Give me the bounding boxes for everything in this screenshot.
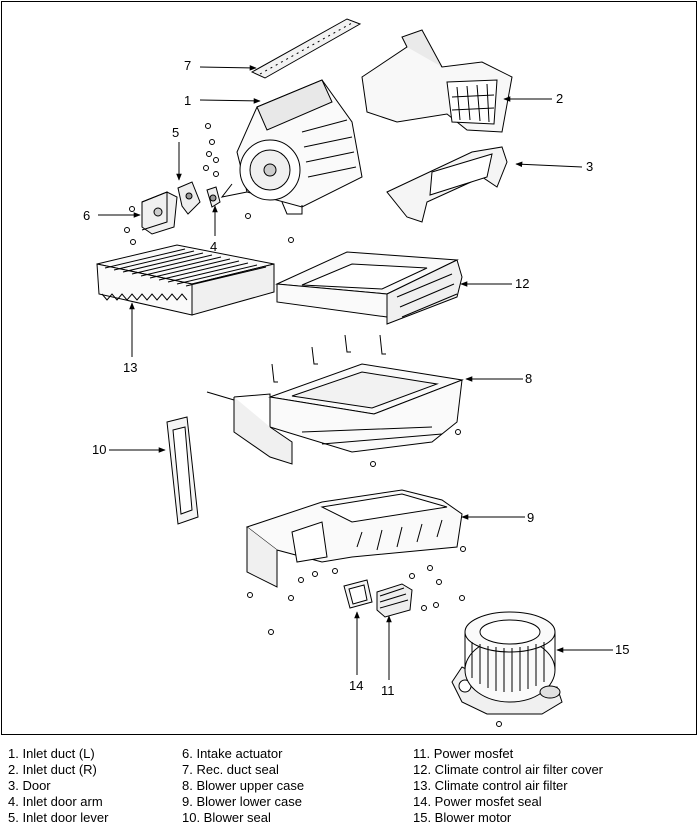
legend-item: 1. Inlet duct (L) bbox=[8, 746, 95, 761]
callout-7: 7 bbox=[184, 58, 192, 73]
power-mosfet-seal-part bbox=[343, 579, 373, 609]
power-mosfet-part bbox=[376, 583, 413, 618]
blower-upper-case-part bbox=[206, 363, 464, 465]
legend-item: 4. Inlet door arm bbox=[8, 794, 103, 809]
legend-item: 15. Blower motor bbox=[413, 810, 512, 825]
inlet-door-arm-part bbox=[206, 186, 221, 208]
legend-column-1: 1. Inlet duct (L) 2. Inlet duct (R) 3. D… bbox=[8, 746, 108, 826]
legend-item: 7. Rec. duct seal bbox=[182, 762, 279, 777]
inlet-duct-right-part bbox=[361, 29, 513, 133]
exploded-view-drawing bbox=[96, 18, 613, 727]
callout-3: 3 bbox=[586, 159, 594, 174]
legend-item: 2. Inlet duct (R) bbox=[8, 762, 97, 777]
callout-14: 14 bbox=[349, 678, 364, 693]
intake-actuator-part bbox=[141, 191, 178, 235]
blower-seal-part bbox=[166, 416, 199, 525]
fastener-screws bbox=[124, 123, 502, 727]
callout-4: 4 bbox=[210, 239, 218, 254]
legend-column-3: 11. Power mosfet 12. Climate control air… bbox=[413, 746, 603, 826]
callout-13: 13 bbox=[123, 360, 138, 375]
callout-15: 15 bbox=[615, 642, 630, 657]
legend-item: 9. Blower lower case bbox=[182, 794, 302, 809]
legend-item: 14. Power mosfet seal bbox=[413, 794, 542, 809]
legend-column-2: 6. Intake actuator 7. Rec. duct seal 8. … bbox=[182, 746, 304, 826]
callout-2: 2 bbox=[556, 91, 564, 106]
callout-1: 1 bbox=[184, 93, 192, 108]
blower-lower-case-part bbox=[245, 489, 463, 588]
diagram-frame: 7 1 2 3 5 6 4 12 13 8 10 9 15 14 11 bbox=[1, 1, 697, 735]
callout-12: 12 bbox=[515, 276, 530, 291]
legend-item: 5. Inlet door lever bbox=[8, 810, 109, 825]
callout-9: 9 bbox=[527, 510, 535, 525]
retaining-clips bbox=[271, 334, 386, 383]
callout-10: 10 bbox=[92, 442, 107, 457]
air-filter-part bbox=[96, 244, 275, 316]
legend-item: 12. Climate control air filter cover bbox=[413, 762, 604, 777]
legend-item: 11. Power mosfet bbox=[413, 746, 514, 761]
blower-motor-part bbox=[451, 611, 563, 715]
callout-6: 6 bbox=[83, 208, 91, 223]
legend-item: 3. Door bbox=[8, 778, 51, 793]
callout-8: 8 bbox=[525, 371, 533, 386]
rec-duct-seal-part bbox=[250, 18, 362, 79]
legend-item: 8. Blower upper case bbox=[182, 778, 305, 793]
callout-11: 11 bbox=[381, 683, 395, 698]
leader-lines bbox=[98, 65, 613, 680]
callout-5: 5 bbox=[172, 125, 180, 140]
air-filter-cover-part bbox=[275, 251, 463, 325]
legend-item: 13. Climate control air filter bbox=[413, 778, 568, 793]
legend-item: 10. Blower seal bbox=[182, 810, 271, 825]
legend-item: 6. Intake actuator bbox=[182, 746, 283, 761]
inlet-duct-left-part bbox=[220, 79, 363, 215]
door-part bbox=[386, 146, 508, 223]
inlet-door-lever-part bbox=[177, 181, 201, 215]
